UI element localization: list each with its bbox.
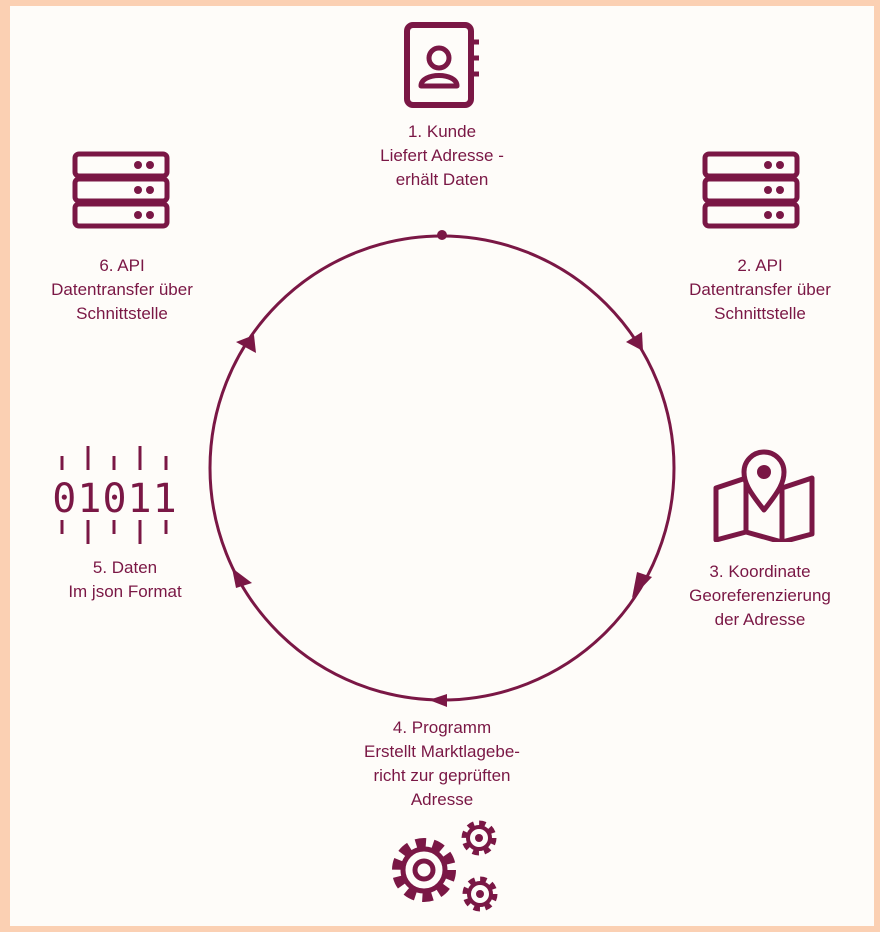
cycle-start-dot <box>437 230 447 240</box>
step-title: 5. Daten <box>92 558 158 577</box>
gears-icon <box>392 820 498 912</box>
process-cycle-diagram: 1. Kunde Liefert Adresse - erhält Daten … <box>10 6 874 926</box>
step-title: 3. Koordinate <box>709 562 811 581</box>
step-description-line: Datentransfer über <box>51 280 193 299</box>
cycle-arrow-1 <box>626 332 643 351</box>
step-description-line: erhält Daten <box>395 170 489 189</box>
step-3: 3. Koordinate Georeferenzierung der Adre… <box>650 560 870 632</box>
step-5: 5. Daten Im json Format <box>15 556 235 604</box>
step-description-line: Schnittstelle <box>714 304 806 323</box>
cycle-arrow-2 <box>632 572 652 598</box>
server-icon <box>72 151 170 229</box>
contact-book-icon <box>404 22 479 108</box>
step-2: 2. API Datentransfer über Schnittstelle <box>650 254 870 326</box>
step-description-line: Georeferenzierung <box>689 586 831 605</box>
binary-text: 01011 <box>52 476 177 522</box>
step-6: 6. API Datentransfer über Schnittstelle <box>12 254 232 326</box>
step-description-line: Erstellt Marktlagebe- <box>364 742 520 761</box>
step-description-line: richt zur geprüften <box>373 766 511 785</box>
cycle-arrow-4 <box>232 568 252 588</box>
cycle-arrow-5 <box>236 335 256 353</box>
binary-data-icon: 01011 <box>52 446 177 544</box>
step-title: 2. API <box>737 256 783 275</box>
map-pin-icon <box>713 449 815 542</box>
step-description-line: Datentransfer über <box>689 280 831 299</box>
step-title: 1. Kunde <box>407 122 477 141</box>
step-description-line: Schnittstelle <box>76 304 168 323</box>
step-description-line: der Adresse <box>714 610 806 629</box>
server-icon <box>702 151 800 229</box>
cycle-ring <box>208 230 676 707</box>
step-description-line: Im json Format <box>68 582 182 601</box>
step-description-line: Liefert Adresse - <box>380 146 504 165</box>
cycle-arrow-3 <box>429 694 447 707</box>
step-4: 4. Programm Erstellt Marktlagebe- richt … <box>332 716 552 812</box>
step-description-line: Adresse <box>410 790 474 809</box>
cycle-circle <box>208 234 676 702</box>
step-title: 4. Programm <box>392 718 492 737</box>
step-1: 1. Kunde Liefert Adresse - erhält Daten <box>332 120 552 192</box>
step-title: 6. API <box>99 256 145 275</box>
